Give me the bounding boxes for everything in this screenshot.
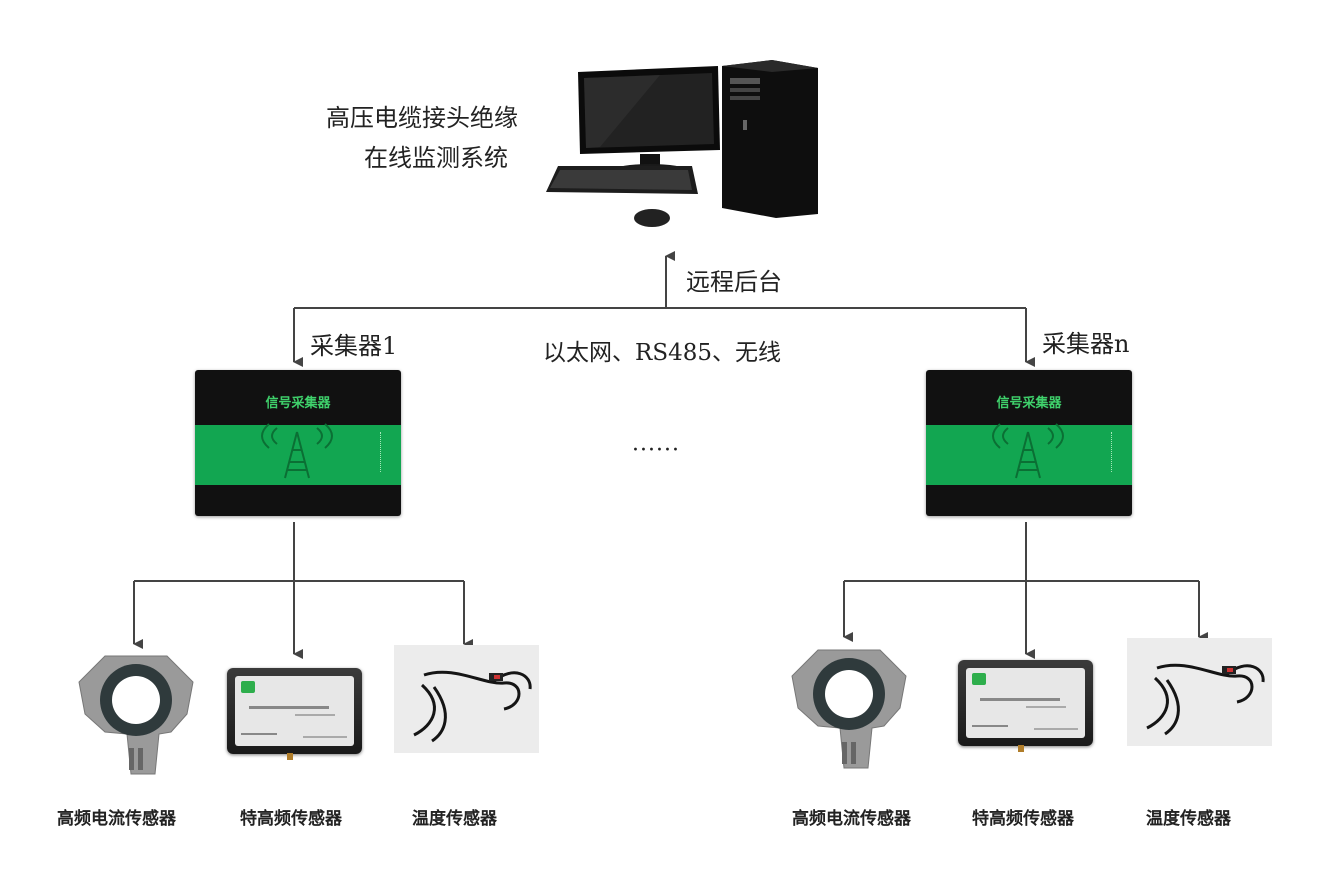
collector-side-marks [380,432,389,472]
collector-1-name: 采集器1 [310,332,398,360]
sensor-label-temp-left: 温度传感器 [412,809,497,829]
collector-side-marks [1111,432,1120,472]
sensor-label-uhf-right: 特高频传感器 [972,809,1074,829]
collector-device-1: 信号采集器 [195,370,401,516]
hfct-sensor-image-left [78,655,194,775]
collector-device-n: 信号采集器 [926,370,1132,516]
sensor-label-hfct-left: 高频电流传感器 [57,809,176,829]
collector-n-name: 采集器n [1042,330,1130,358]
ellipsis: ······ [632,438,680,463]
system-title-line2: 在线监测系统 [364,144,508,172]
sensor-label-temp-right: 温度传感器 [1146,809,1231,829]
uhf-sensor-image-left [227,668,362,760]
signal-tower-icon [992,423,1064,479]
temperature-sensor-image-left [394,645,539,753]
temperature-sensor-image-right [1127,638,1272,746]
collector-device-label: 信号采集器 [996,396,1062,411]
sensor-label-hfct-right: 高频电流传感器 [792,809,911,829]
network-label: 以太网、RS485、无线 [543,340,781,366]
backend-label: 远程后台 [686,268,782,296]
signal-tower-icon [261,423,333,479]
hfct-sensor-image-right [791,649,907,769]
computer-icon [546,60,818,227]
uhf-sensor-image-right [958,660,1093,752]
sensor-label-uhf-left: 特高频传感器 [240,809,342,829]
system-title-line1: 高压电缆接头绝缘 [326,104,518,132]
collector-device-label: 信号采集器 [265,396,331,411]
system-title: 高压电缆接头绝缘 在线监测系统 [326,98,518,178]
